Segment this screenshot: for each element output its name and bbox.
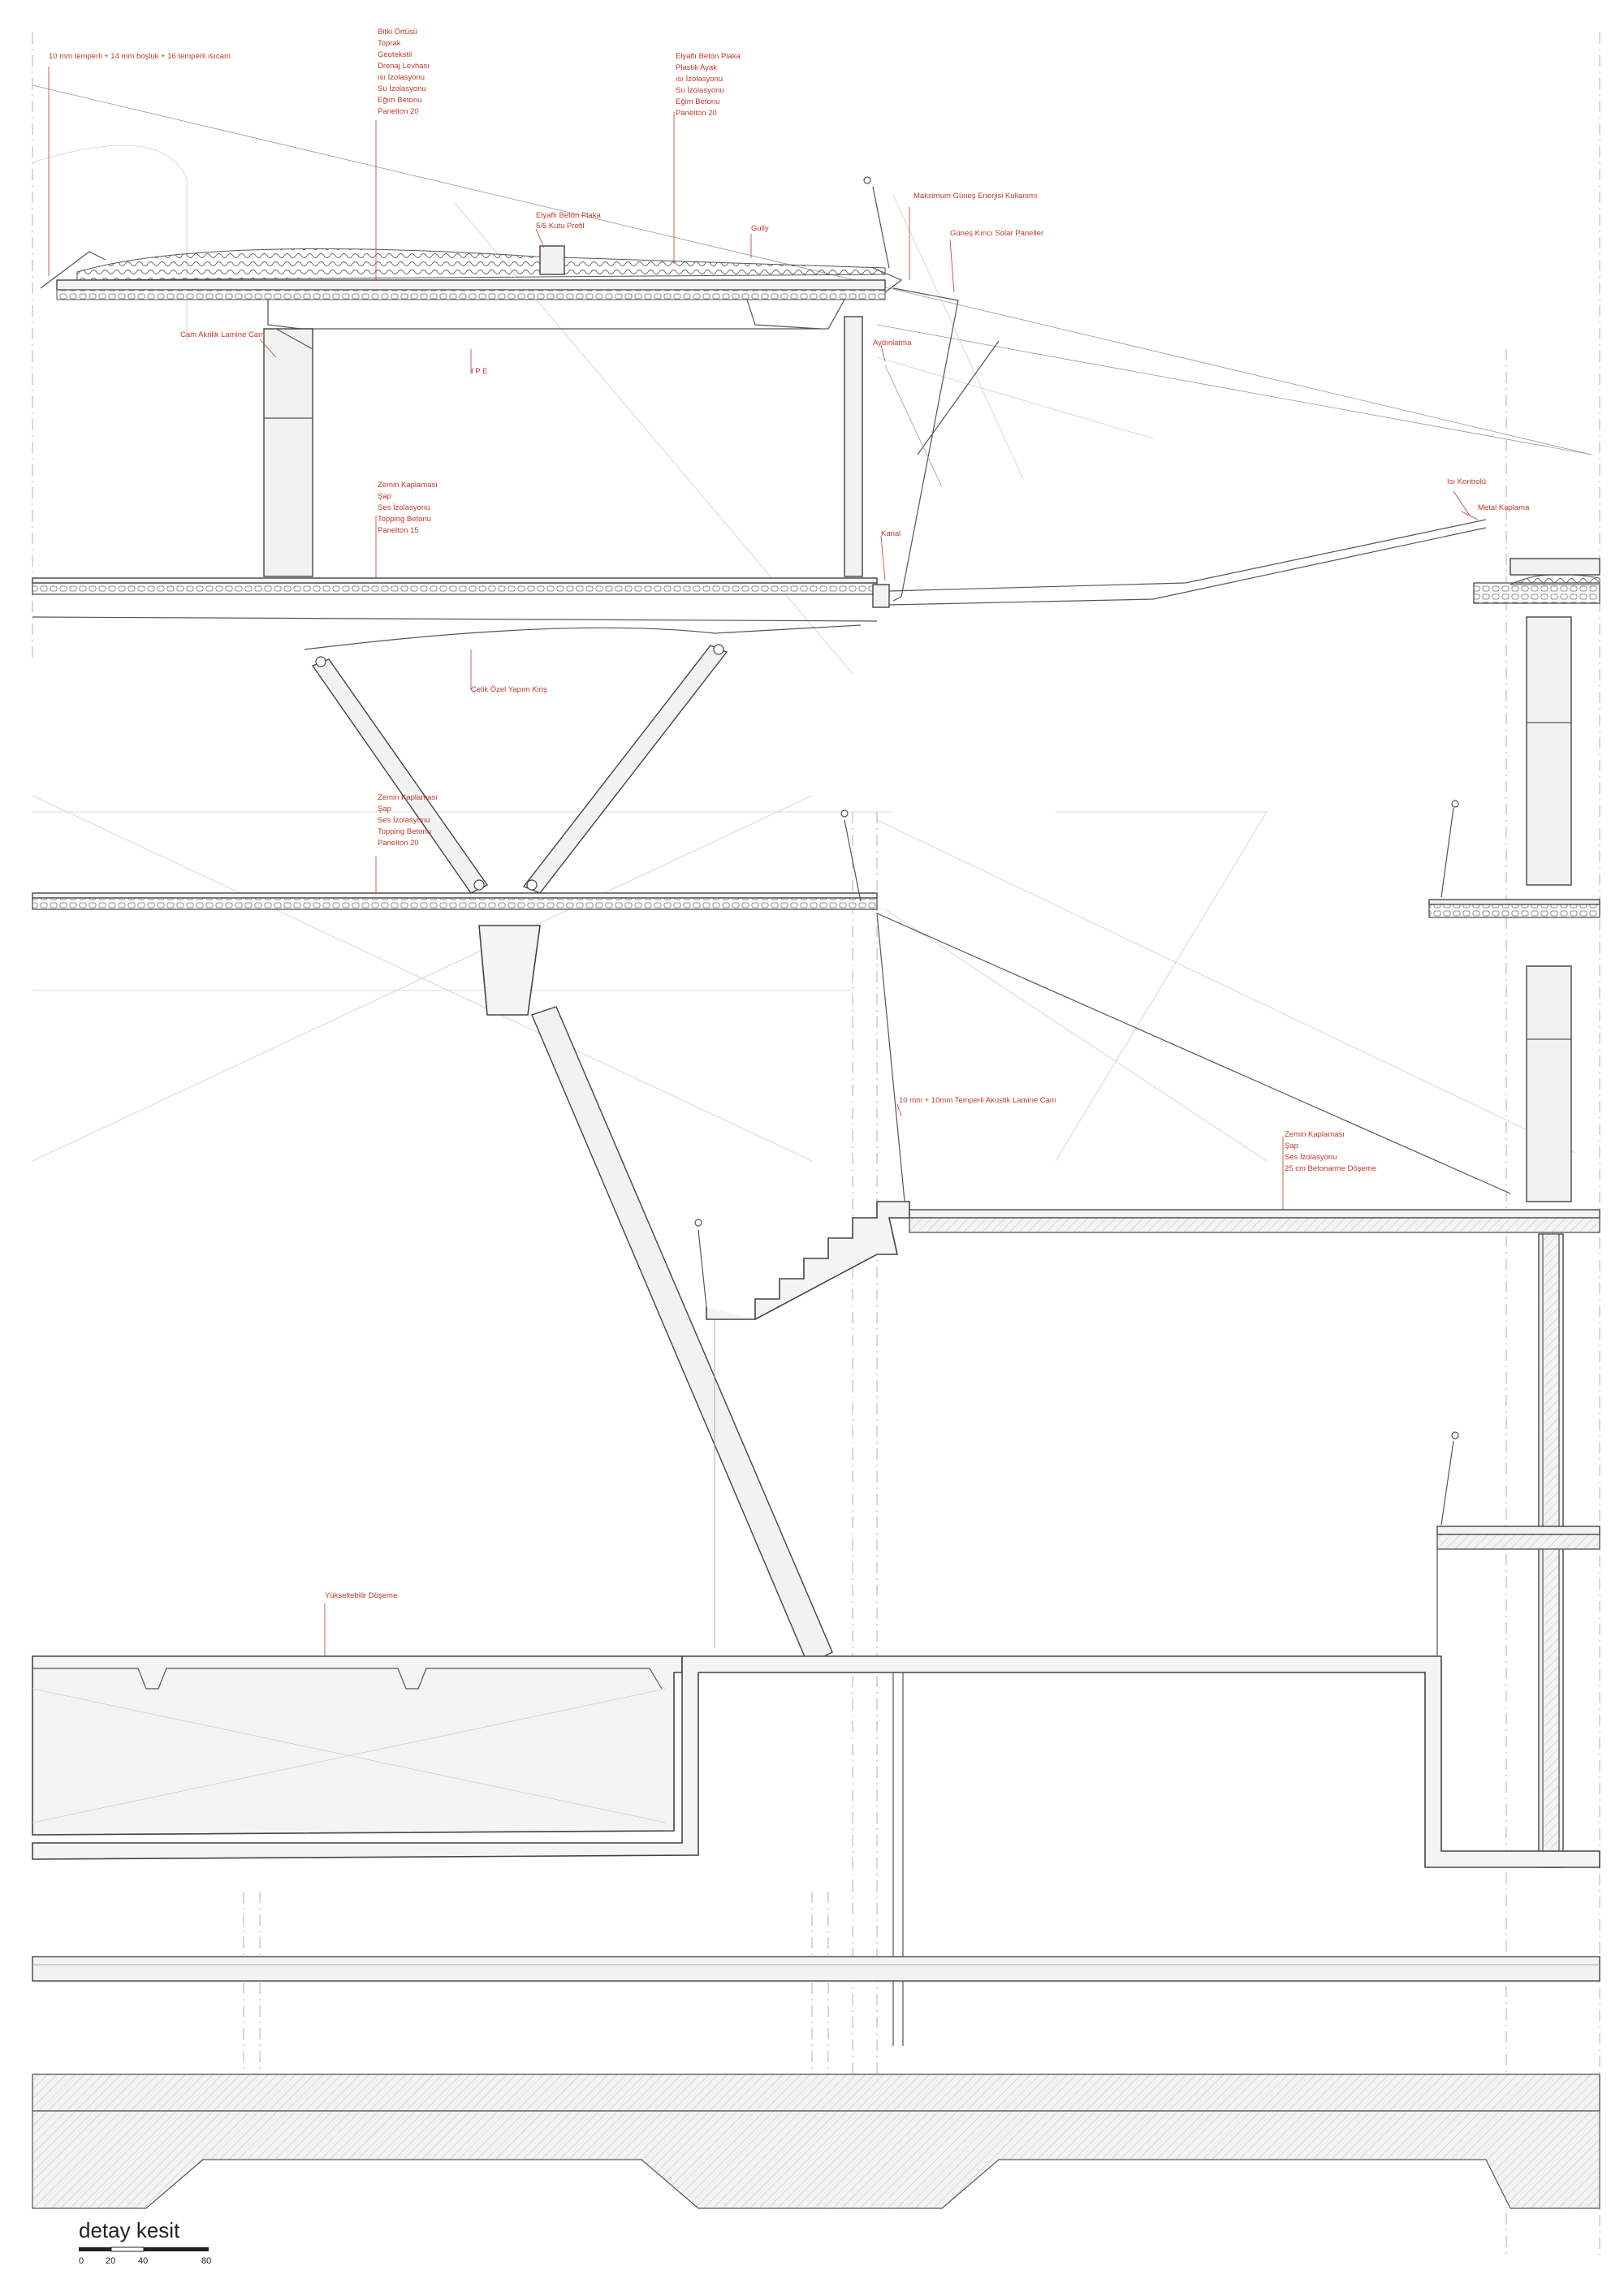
svg-text:0: 0 [79,2256,84,2266]
axis-lines [32,32,1600,2257]
foundation [32,1956,1600,2209]
svg-text:Panelton 15: Panelton 15 [378,526,419,535]
label-steel-beam: Çelik Özel Yapım Kiriş [471,685,547,694]
svg-text:Ses İzolasyonu: Ses İzolasyonu [378,503,430,512]
diagonal-column [531,913,1511,1665]
floor-1 [32,519,1600,650]
label-glass-spec: 10 mm temperli + 14 mm boşluk + 16 tempe… [49,52,231,61]
v-steel-beam [311,644,728,894]
label-floor-2: Zemin Kaplaması Şap Ses İzolasyonu Toppi… [378,793,438,848]
label-roof-layers: Bitki Örtüsü Toprak Geotekstil Drenaj Le… [378,28,430,116]
floor-2 [32,800,1600,1016]
svg-text:Şap: Şap [378,492,391,501]
svg-text:Su İzolasyonu: Su İzolasyonu [378,84,426,93]
svg-text:Panelton 20: Panelton 20 [676,109,717,118]
svg-text:Zemin Kaplaması: Zemin Kaplaması [378,793,438,802]
title-block: detay kesit 0 20 40 80 [79,2218,211,2266]
background-lines [32,84,1592,1162]
svg-text:80: 80 [201,2256,211,2266]
label-channel: Kanal [881,529,901,538]
label-ipe: I P E [471,367,487,376]
label-raised-floor: Yükseltebilir Döşeme [325,1591,397,1600]
svg-text:ısı İzolasyonu: ısı İzolasyonu [676,75,723,84]
label-fiber-plate: Elyaflı Beton Plaka 5/5 Kutu Profil [536,211,601,231]
svg-text:Toprak: Toprak [378,39,401,48]
svg-text:Şap: Şap [1285,1142,1298,1150]
annotations: 10 mm temperli + 14 mm boşluk + 16 tempe… [49,28,1530,1600]
label-acoustic-glass: 10 mm + 10mm Temperli Akustik Lamine Cam [899,1096,1056,1105]
svg-text:Panelton 20: Panelton 20 [378,107,419,116]
scale-bar: 0 20 40 80 [79,2246,211,2266]
svg-text:Ses İzolasyonu: Ses İzolasyonu [378,816,430,825]
stair [694,1201,910,1648]
svg-text:Elyaflı Beton Plaka: Elyaflı Beton Plaka [536,211,601,220]
label-gully: Gully [751,224,769,233]
svg-text:Zemin Kaplaması: Zemin Kaplaması [1285,1130,1345,1139]
svg-text:Ses İzolasyonu: Ses İzolasyonu [1285,1153,1337,1162]
svg-text:25 cm Betonarme Döşeme: 25 cm Betonarme Döşeme [1285,1164,1376,1173]
glazing-and-solar [884,287,1000,602]
svg-text:5/5 Kutu Profil: 5/5 Kutu Profil [536,222,585,231]
svg-text:Geotekstil: Geotekstil [378,50,412,59]
label-floor-3: Zemin Kaplaması Şap Ses İzolasyonu 25 cm… [1285,1130,1376,1173]
basement [32,1655,1600,2046]
upper-column [263,316,863,577]
svg-text:Şap: Şap [378,805,391,814]
svg-text:Plastik Ayak: Plastik Ayak [676,63,717,72]
svg-text:Zemin Kaplaması: Zemin Kaplaması [378,481,438,490]
svg-text:40: 40 [138,2256,148,2266]
svg-text:Eğim Betonu: Eğim Betonu [378,96,421,105]
svg-text:ısı İzolasyonu: ısı İzolasyonu [378,73,425,82]
svg-text:Panelton 20: Panelton 20 [378,839,419,848]
right-facade [1526,616,1572,1868]
floor-3 [909,1209,1600,1656]
label-laminated-glass: Cam Akrilik Lamine Cam [180,330,265,339]
label-solar-max: Maksimum Güneş Enerjisi Kullanımı [914,192,1038,201]
svg-text:Eğim Betonu: Eğim Betonu [676,97,719,106]
svg-text:Bitki Örtüsü: Bitki Örtüsü [378,28,417,37]
svg-text:Su İzolasyonu: Su İzolasyonu [676,86,724,95]
svg-text:20: 20 [106,2256,115,2266]
svg-text:Drenaj Levhası: Drenaj Levhası [378,62,430,71]
svg-text:Elyaflı Beton Plaka: Elyaflı Beton Plaka [676,52,741,61]
drawing-title: detay kesit [79,2218,180,2242]
label-heat-control: Isı Kontrolü [1447,477,1486,486]
label-roof-layers-2: Elyaflı Beton Plaka Plastik Ayak ısı İzo… [676,52,741,118]
label-metal-cladding: Metal Kaplama [1478,503,1530,512]
svg-text:Topping Betonu: Topping Betonu [378,515,431,524]
label-solar-panels: Güneş Kırıcı Solar Paneller [950,229,1043,238]
annotation-leaders [48,67,1479,1656]
label-lighting: Aydınlatma [873,339,912,347]
svg-text:Topping Betonu: Topping Betonu [378,827,431,836]
label-floor-1: Zemin Kaplaması Şap Ses İzolasyonu Toppi… [378,481,438,535]
roof-assembly [40,176,903,330]
